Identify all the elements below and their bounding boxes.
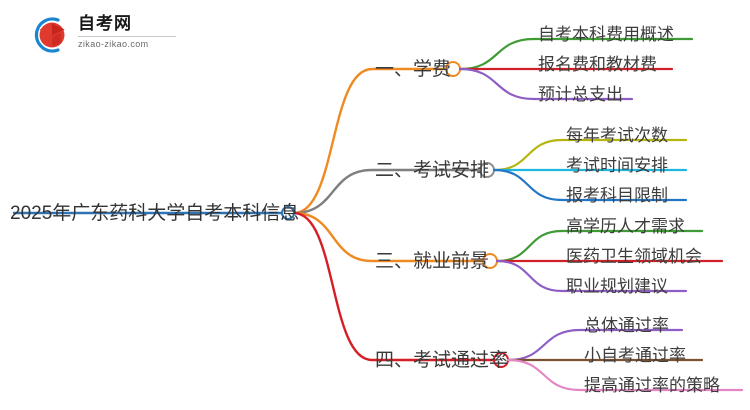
leaf-connector-3-3 — [495, 259, 688, 293]
branch-connector-2 — [292, 168, 483, 215]
branch-connector-3 — [292, 211, 486, 263]
leaf-node-label-2-3[interactable]: 报考科目限制 — [566, 186, 668, 205]
leaf-connector-2-1 — [492, 138, 688, 172]
branch-connector-4 — [292, 211, 497, 362]
leaf-node-label-4-3[interactable]: 提高通过率的策略 — [584, 376, 720, 395]
brand-logo: 自考网 zikao-zikao.com — [28, 12, 178, 57]
leaf-node-label-3-3[interactable]: 职业规划建议 — [566, 277, 668, 296]
leaf-node-label-4-2[interactable]: 小自考通过率 — [584, 346, 686, 365]
leaf-connector-1-1 — [458, 37, 694, 71]
graduation-cap-icon — [34, 17, 65, 53]
leaf-node-label-1-1[interactable]: 自考本科费用概述 — [538, 25, 674, 44]
branch-node-label-3[interactable]: 三、就业前景 — [375, 251, 490, 272]
branch-node-label-2[interactable]: 二、考试安排 — [375, 160, 490, 181]
leaf-connector-4-3 — [506, 358, 744, 392]
leaf-node-label-3-1[interactable]: 高学历人才需求 — [566, 217, 685, 236]
leaf-node-label-2-2[interactable]: 考试时间安排 — [566, 156, 668, 175]
leaf-node-label-1-3[interactable]: 预计总支出 — [538, 85, 623, 104]
leaf-connector-1-3 — [458, 67, 634, 101]
leaf-node-label-4-1[interactable]: 总体通过率 — [584, 316, 669, 335]
brand-text: 自考网 zikao-zikao.com — [78, 14, 178, 56]
leaf-node-label-3-2[interactable]: 医药卫生领域机会 — [566, 247, 702, 266]
brand-domain: zikao-zikao.com — [78, 39, 149, 49]
brand-divider — [78, 36, 176, 37]
leaf-node-label-1-2[interactable]: 报名费和教材费 — [538, 55, 657, 74]
root-node[interactable] — [281, 206, 295, 220]
branch-node-label-1[interactable]: 一、学费 — [375, 59, 452, 80]
leaf-connector-4-1 — [506, 328, 684, 362]
leaf-node-label-2-1[interactable]: 每年考试次数 — [566, 126, 668, 145]
root-node-label[interactable]: 2025年广东药科大学自考本科信息 — [10, 203, 300, 224]
leaf-connector-3-1 — [495, 229, 704, 263]
branch-connector-1 — [292, 67, 449, 215]
branch-node-label-4[interactable]: 四、考试通过率 — [375, 350, 509, 371]
leaf-connector-2-3 — [492, 168, 688, 202]
brand-title: 自考网 — [78, 14, 132, 33]
